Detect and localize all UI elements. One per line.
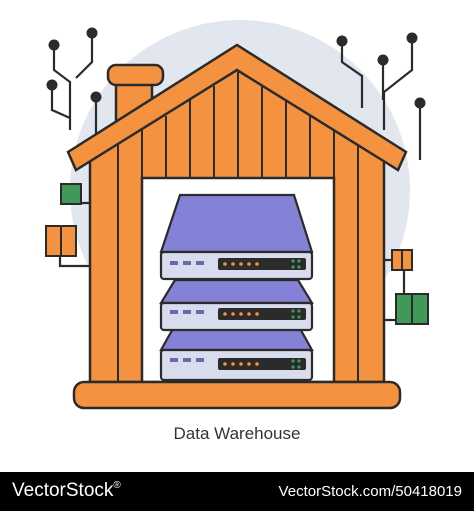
data-warehouse-illustration bbox=[45, 20, 429, 410]
vectorstock-logo: VectorStock® bbox=[12, 480, 121, 502]
brand-mark: ® bbox=[113, 480, 121, 491]
brand-name: VectorStock bbox=[12, 480, 114, 501]
server-stack-icon bbox=[159, 193, 314, 382]
illustration-caption: Data Warehouse bbox=[173, 424, 301, 443]
image-id-label: VectorStock.com/50418019 bbox=[278, 483, 462, 500]
circuit-node-icon bbox=[336, 32, 426, 109]
circuit-node-icon bbox=[46, 27, 102, 103]
house-base bbox=[72, 380, 402, 410]
server-indicators bbox=[170, 258, 306, 370]
circuit-right bbox=[340, 38, 422, 322]
folder-icon bbox=[45, 183, 429, 325]
watermark-footer: VectorStock® VectorStock.com/50418019 bbox=[0, 472, 474, 511]
